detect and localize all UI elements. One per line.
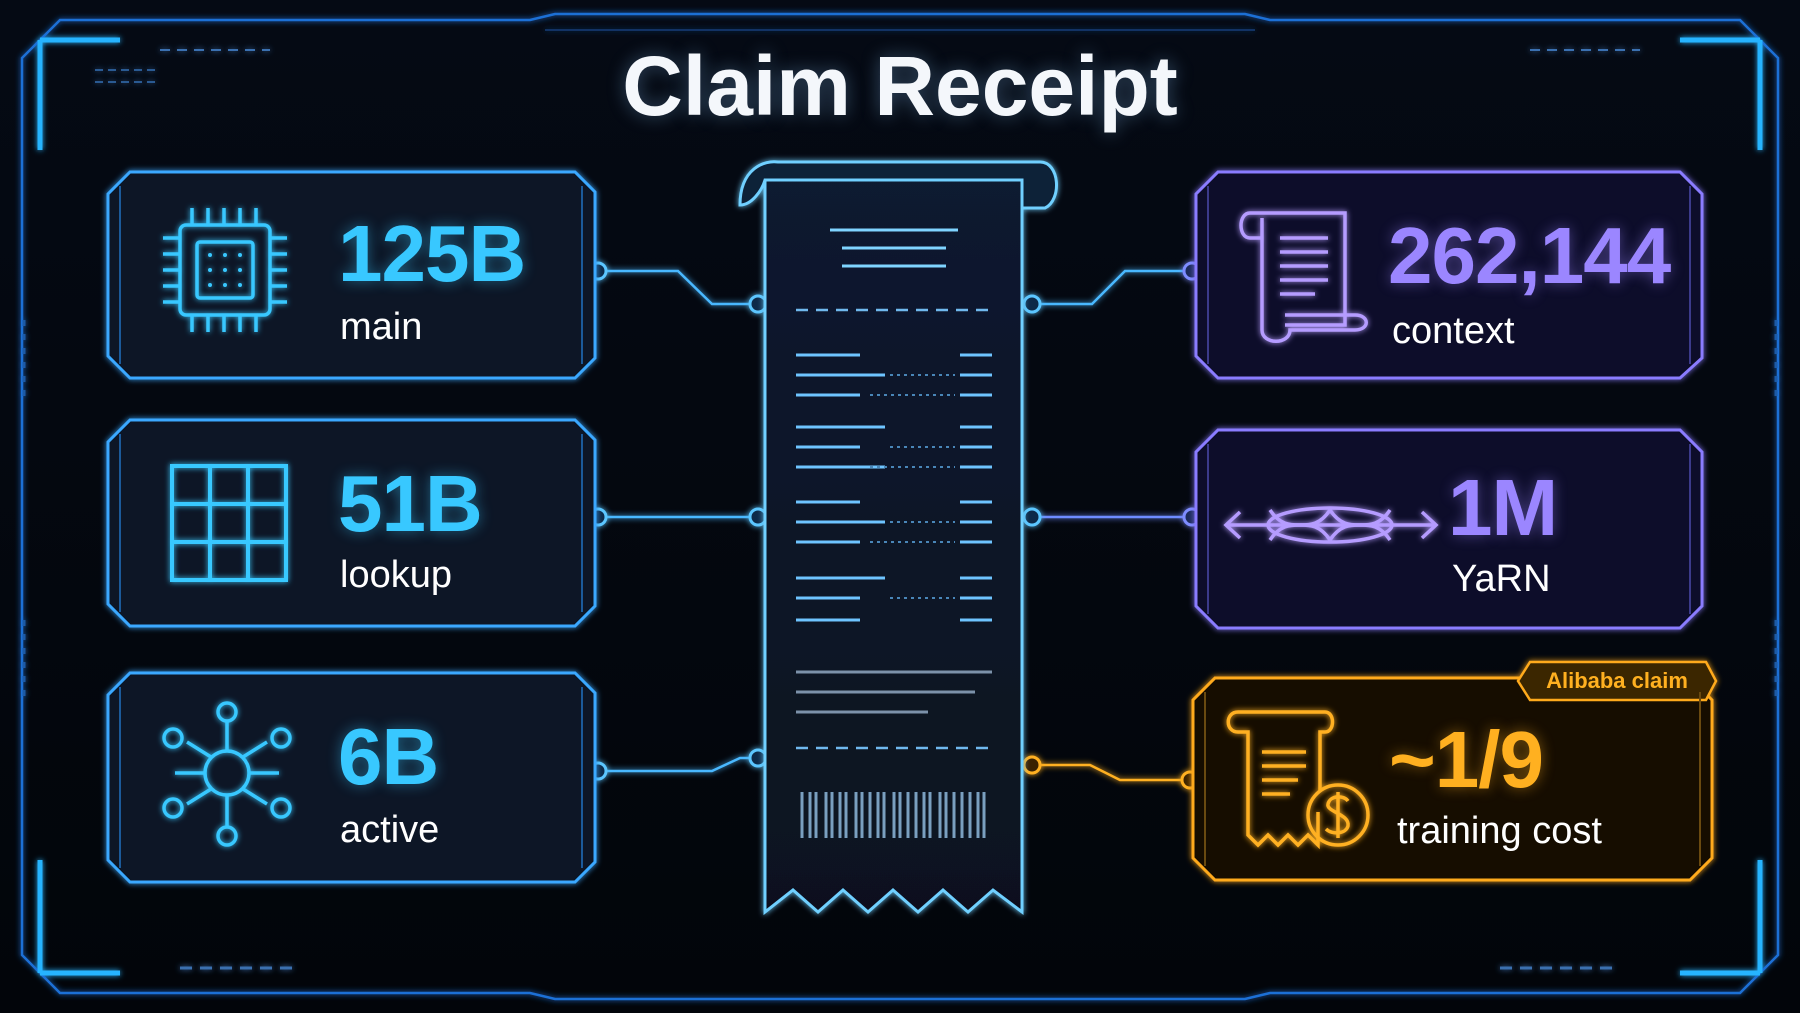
label-lookup: lookup [340, 554, 452, 596]
hud-frame [20, 12, 1780, 1001]
grid-icon [170, 464, 288, 582]
card-lookup: 51B lookup [108, 420, 595, 626]
card-frame-lookup [106, 418, 597, 628]
value-lookup: 51B [338, 459, 483, 548]
card-frame-active [106, 671, 597, 884]
card-frame-yarn [1194, 428, 1704, 630]
label-training-cost: training cost [1397, 810, 1602, 852]
receipt-icon [738, 160, 1058, 916]
value-training-cost: ~1/9 [1389, 715, 1544, 804]
card-active: 6B active [108, 673, 595, 882]
card-inner-lines [119, 186, 1701, 868]
value-yarn: 1M [1448, 463, 1558, 552]
label-main: main [340, 306, 423, 348]
card-main: 125B main [108, 172, 595, 378]
label-yarn: YaRN [1452, 558, 1551, 600]
page-title: Claim Receipt [622, 39, 1178, 133]
twisted-rope-arrows-icon [1223, 506, 1439, 544]
network-hub-icon [162, 701, 292, 847]
card-frames [106, 170, 1718, 884]
bill-dollar-icon [1226, 710, 1370, 850]
card-context: 262,144 context [1196, 172, 1702, 378]
label-active: active [340, 809, 440, 851]
value-main: 125B [338, 209, 526, 298]
label-context: context [1392, 310, 1515, 352]
alibaba-claim-badge: Alibaba claim [1546, 668, 1688, 693]
card-training-cost: ~1/9 training cost [1193, 678, 1712, 880]
card-yarn: 1M YaRN [1196, 430, 1702, 628]
value-active: 6B [338, 712, 439, 801]
chip-icon [163, 208, 287, 332]
scroll-icon [1239, 211, 1368, 343]
value-context: 262,144 [1388, 211, 1671, 300]
badge-frame [1516, 660, 1718, 702]
